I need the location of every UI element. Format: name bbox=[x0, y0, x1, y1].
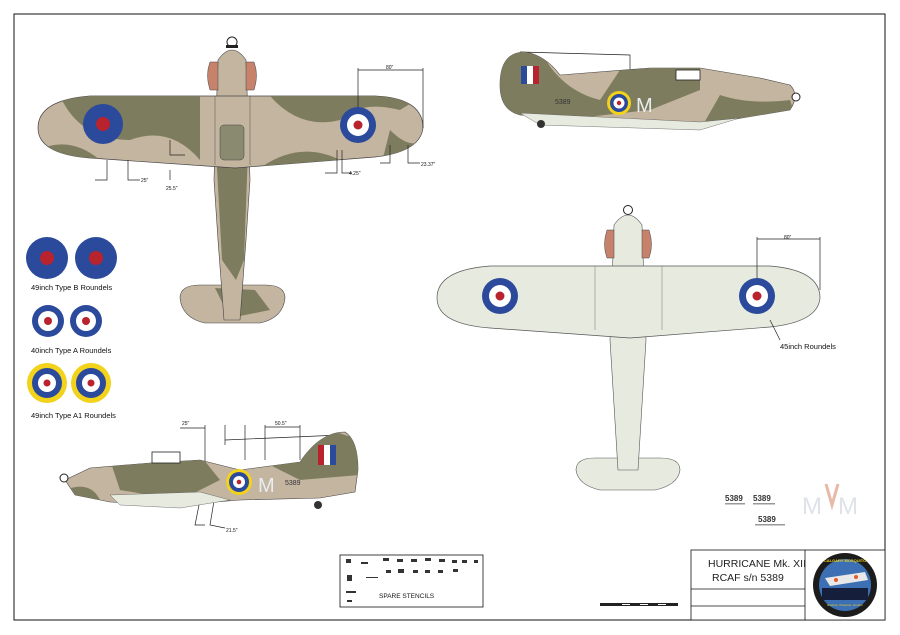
dim-label: 23.37" bbox=[421, 162, 436, 168]
underside-view-aircraft: 80" 45inch Roundels bbox=[436, 205, 836, 491]
svg-text:CALGARY MOSQUITO: CALGARY MOSQUITO bbox=[824, 558, 866, 563]
serial-number: 5389 bbox=[555, 99, 571, 106]
roundel-type-a1-label: 49inch Type A1 Roundels bbox=[31, 411, 116, 420]
code-letter: M bbox=[636, 95, 653, 117]
serial-decals: 5389 5389 5389 M M bbox=[725, 483, 858, 526]
top-view-dimensions: 80" 25" 25.5" 4.25" 23.37" bbox=[95, 65, 436, 192]
spare-stencils-label: SPARE STENCILS bbox=[379, 593, 435, 600]
title-aircraft: HURRICANE Mk. XII bbox=[708, 558, 806, 570]
roundel-type-b-label: 49inch Type B Roundels bbox=[31, 283, 112, 292]
dim-label: 25.5" bbox=[166, 186, 178, 192]
dim-label: 50.5" bbox=[275, 421, 287, 427]
serial-decal: 5389 bbox=[758, 515, 776, 524]
dim-label: 25" bbox=[182, 421, 190, 427]
code-letter-decal: M bbox=[802, 493, 822, 520]
scale-bar bbox=[600, 603, 678, 606]
serial-number: 5389 bbox=[285, 480, 301, 487]
spare-stencils-panel: SPARE STENCILS bbox=[339, 554, 484, 608]
roundel-type-a-label: 40inch Type A Roundels bbox=[31, 346, 112, 355]
dim-label: 80" bbox=[386, 65, 394, 71]
side-view-left-aircraft: 25" 50.5" 21.5" M 5389 bbox=[59, 421, 359, 534]
title-block: HURRICANE Mk. XII RCAF s/n 5389 Restore,… bbox=[690, 549, 886, 621]
serial-decal: 5389 bbox=[725, 494, 743, 503]
roundel-legend: 49inch Type B Roundels 40inch Type A Rou… bbox=[26, 237, 117, 420]
title-serial: RCAF s/n 5389 bbox=[712, 572, 784, 584]
side-view-right-aircraft: M 5389 bbox=[499, 51, 801, 131]
code-letter: M bbox=[258, 475, 275, 497]
calgary-mosquito-society-logo: Restore, Preserve, Honour CALGARY MOSQUI… bbox=[813, 553, 877, 617]
dim-label: 21.5" bbox=[226, 528, 238, 534]
serial-decal: 5389 bbox=[753, 494, 771, 503]
dim-label: 25" bbox=[141, 178, 149, 184]
dim-label: 80" bbox=[784, 235, 792, 241]
underside-roundel-label: 45inch Roundels bbox=[780, 342, 836, 351]
svg-text:Restore, Preserve, Honour: Restore, Preserve, Honour bbox=[827, 603, 864, 607]
dim-label: 4.25" bbox=[349, 171, 361, 177]
sheet-border bbox=[13, 13, 886, 621]
code-letter-decal: M bbox=[838, 493, 858, 520]
